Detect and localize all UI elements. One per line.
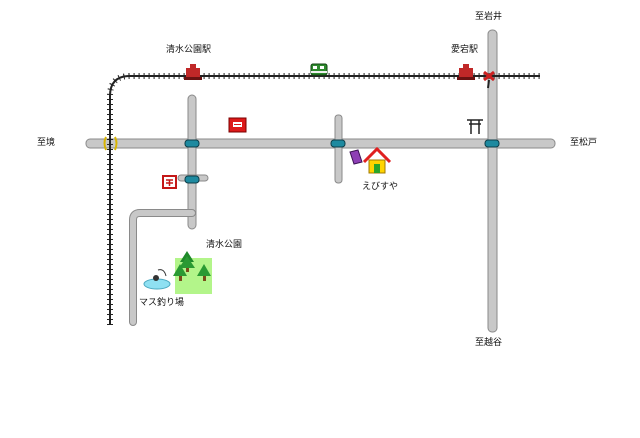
road-middle-north-south bbox=[334, 114, 343, 184]
shop-icon bbox=[362, 146, 392, 174]
post-office-icon bbox=[162, 175, 177, 189]
road-shimizu-north-south bbox=[187, 94, 197, 230]
park-area bbox=[173, 251, 212, 294]
label-shimizu-park: 清水公園 bbox=[206, 240, 243, 250]
label-ebisuya: えびすや bbox=[362, 182, 399, 192]
road-east-west bbox=[85, 138, 556, 149]
label-to-koshigaya: 至越谷 bbox=[475, 338, 503, 348]
label-trout-pond: マス釣り場 bbox=[139, 298, 185, 308]
railway bbox=[107, 73, 540, 325]
crossing-signal-icon bbox=[483, 70, 495, 89]
label-atago-station: 愛宕駅 bbox=[451, 45, 479, 55]
station-icon bbox=[184, 64, 475, 80]
label-to-iwai: 至岩井 bbox=[475, 12, 503, 22]
torii-icon bbox=[467, 119, 483, 134]
label-to-sakai: 至境 bbox=[37, 138, 56, 148]
label-shimizu-station: 清水公園駅 bbox=[166, 45, 212, 55]
train-icon bbox=[310, 63, 328, 76]
book-icon bbox=[349, 149, 363, 165]
road-atago-north-south bbox=[487, 29, 498, 333]
tree-icon bbox=[173, 251, 211, 281]
traffic-signal-icon bbox=[184, 139, 500, 184]
fishing-icon bbox=[143, 269, 171, 290]
label-to-matsudo: 至松戸 bbox=[570, 138, 598, 148]
bus-stop-icon bbox=[228, 117, 247, 133]
level-crossing-icon bbox=[103, 136, 118, 151]
